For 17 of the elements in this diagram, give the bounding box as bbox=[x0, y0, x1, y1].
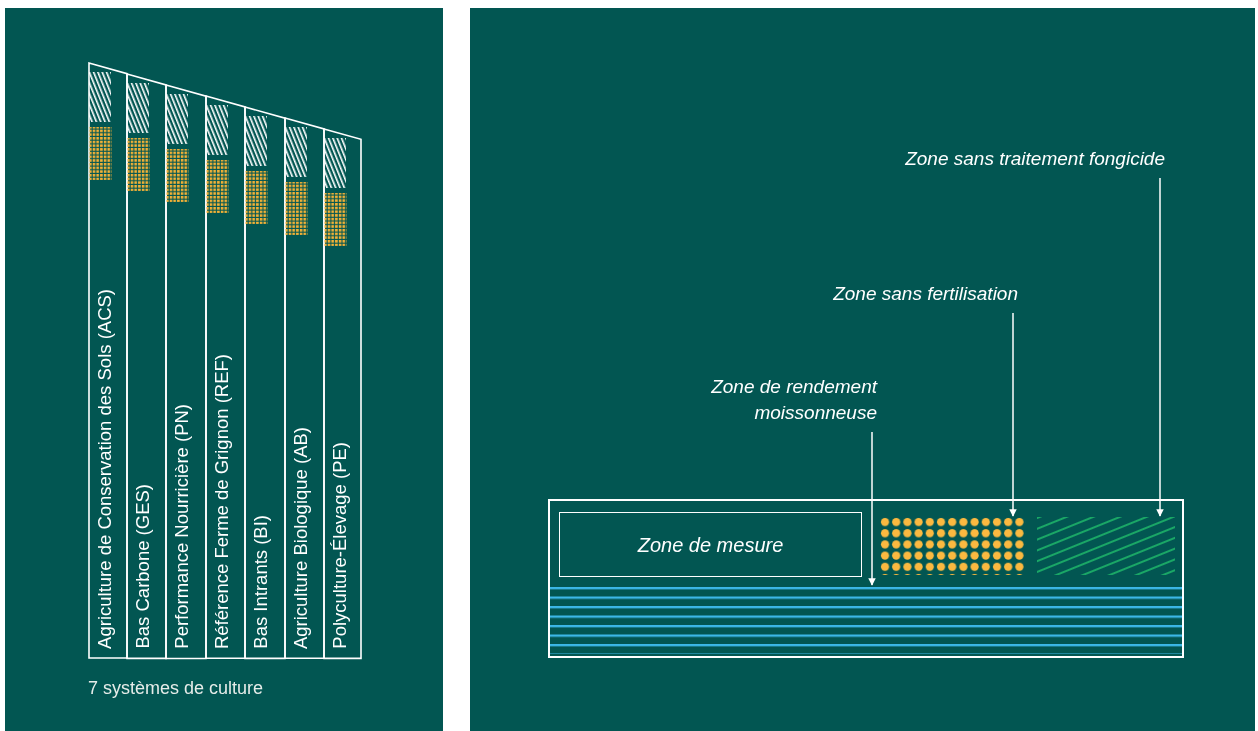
system-name: Polyculture-Élevage (PE) bbox=[329, 442, 351, 649]
caption-text: 7 systèmes de culture bbox=[88, 678, 264, 699]
system-name: Performance Nourricière (PN) bbox=[171, 404, 193, 649]
system-name: Bas Carbone (GES) bbox=[132, 484, 154, 649]
leader-arrow bbox=[1009, 312, 1017, 517]
callout-text: Zone sans fertilisation bbox=[832, 282, 1018, 306]
field-outline bbox=[548, 499, 1184, 658]
leader-arrow bbox=[1156, 177, 1164, 517]
callout-text: Zone sans traitement fongicide bbox=[904, 147, 1165, 171]
system-name: Agriculture de Conservation des Sols (ACS) bbox=[94, 289, 116, 649]
zone-label: Zone de mesure bbox=[637, 532, 784, 558]
system-name: Référence Ferme de Grignon (REF) bbox=[211, 353, 233, 649]
leader-arrow bbox=[868, 431, 876, 586]
callout-text: Zone de rendement moissonneuse bbox=[710, 375, 877, 425]
system-name: Agriculture Biologique (AB) bbox=[290, 426, 312, 649]
system-name: Bas Intrants (BI) bbox=[250, 515, 272, 649]
zone-box bbox=[559, 512, 862, 577]
